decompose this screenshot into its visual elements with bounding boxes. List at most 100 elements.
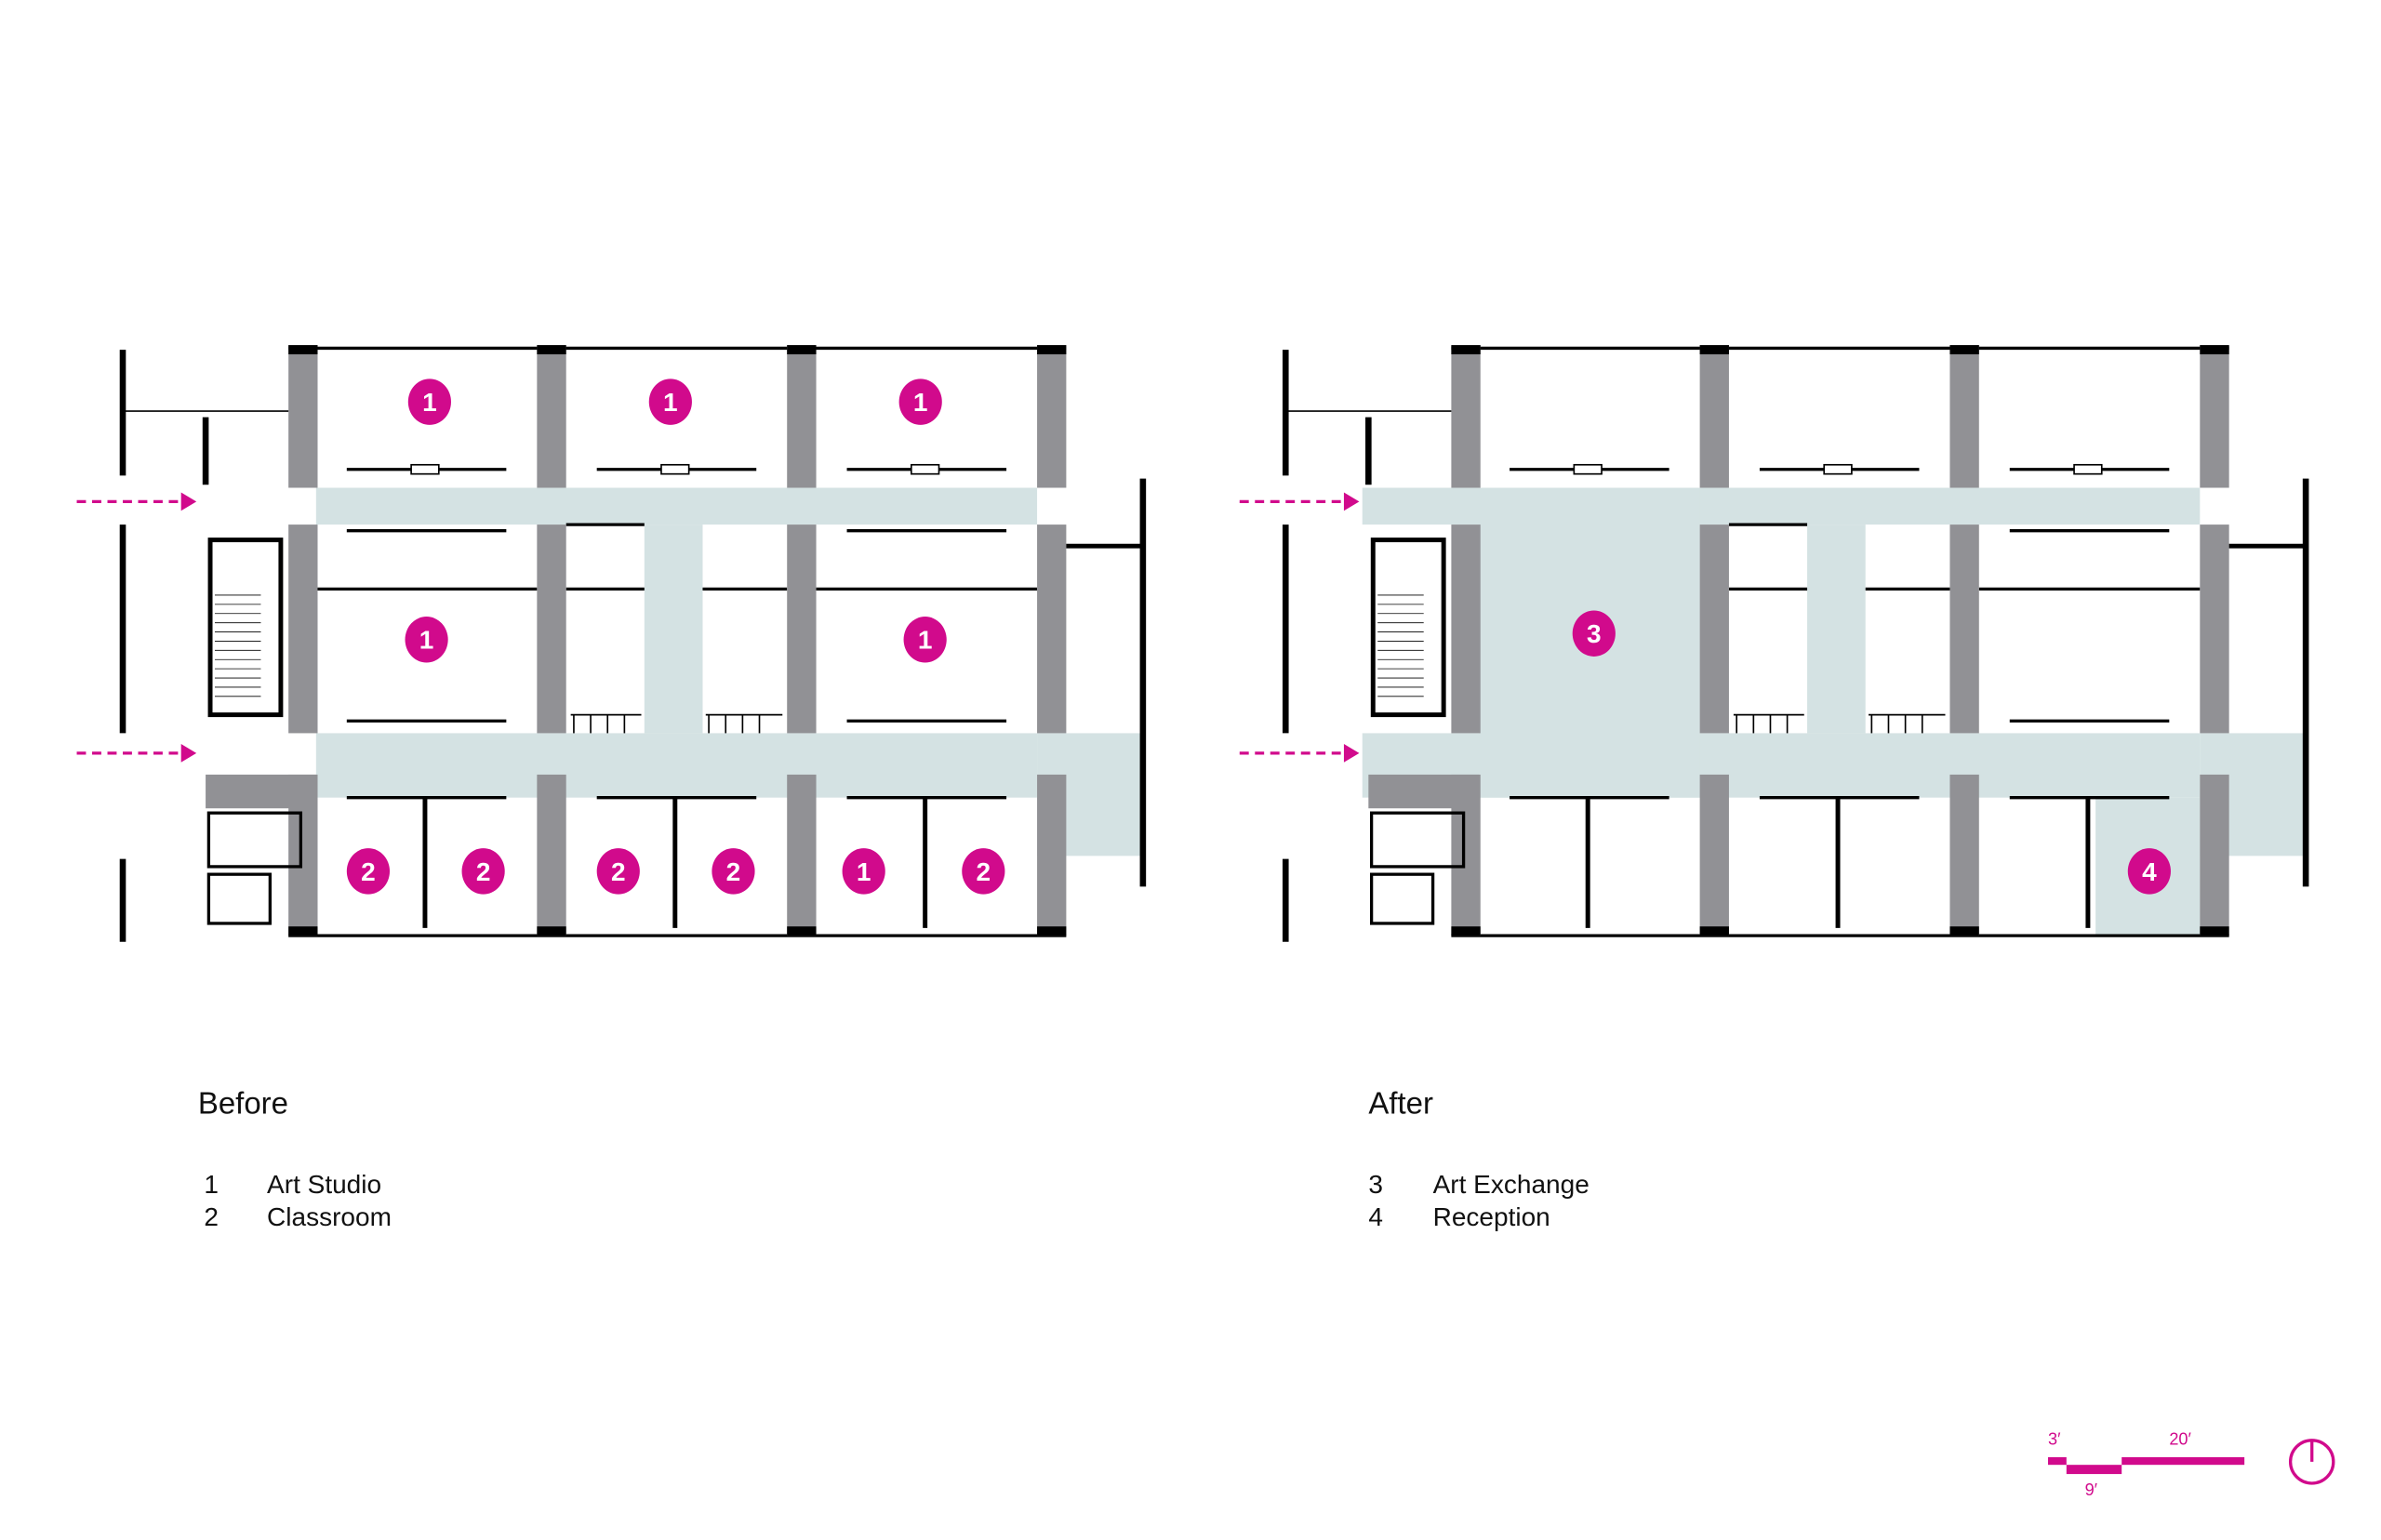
column (787, 774, 817, 936)
stair-core (1370, 538, 1446, 718)
entry-arrow-head (1343, 743, 1360, 763)
room-marker-label: 4 (2142, 857, 2157, 886)
column (2200, 774, 2229, 936)
room-marker-label: 1 (918, 626, 933, 655)
column (288, 345, 318, 488)
sink (1573, 463, 1603, 475)
corridor (1362, 487, 1480, 525)
stair-core (207, 538, 284, 718)
entry-arrow-head (180, 492, 197, 511)
column-cap (288, 345, 318, 355)
room-marker-label: 2 (726, 857, 741, 886)
room-marker (903, 617, 947, 663)
column-cap (1949, 345, 1979, 355)
stair (206, 534, 288, 721)
column (1451, 524, 1481, 734)
column-cap (2200, 345, 2229, 355)
legend-num: 4 (1368, 1202, 1383, 1231)
column (1949, 345, 1979, 488)
column (2200, 524, 2229, 734)
corridor (315, 733, 1038, 798)
sink (910, 463, 940, 475)
column (1037, 524, 1067, 734)
sink (660, 463, 690, 475)
room-marker (648, 378, 692, 425)
sink (2073, 463, 2103, 475)
scale-bar: 3′ 9′ 20′ (2048, 1430, 2245, 1499)
room-marker (712, 848, 755, 895)
column-cap (787, 926, 817, 936)
stair (1368, 534, 1451, 721)
scale-label: 20′ (2169, 1430, 2191, 1449)
legend-label: Art Exchange (1433, 1170, 1590, 1199)
column-cap (1699, 926, 1729, 936)
core-wall (1368, 774, 1480, 809)
after-title: After (1368, 1085, 1433, 1120)
room-marker (962, 848, 1005, 895)
room-marker-label: 1 (857, 857, 871, 886)
scale-label: 9′ (2085, 1480, 2098, 1499)
room-marker (407, 378, 451, 425)
room-marker-label: 1 (422, 388, 437, 417)
elevator (1369, 872, 1435, 925)
room-marker-label: 1 (663, 388, 678, 417)
column-cap (1699, 345, 1729, 355)
column-cap (288, 926, 318, 936)
core-wall (206, 774, 316, 809)
room-marker (405, 617, 448, 663)
column (2200, 345, 2229, 488)
room-marker (596, 848, 640, 895)
elevator (1369, 811, 1466, 869)
column-cap (1037, 345, 1067, 355)
column (537, 345, 566, 488)
column (1949, 774, 1979, 936)
column-cap (537, 345, 566, 355)
column-cap (787, 345, 817, 355)
room-marker-label: 3 (1587, 619, 1602, 648)
room-marker-label: 1 (913, 388, 928, 417)
room-marker (2127, 848, 2171, 895)
legend-label: Classroom (267, 1202, 392, 1231)
legend-label: Reception (1433, 1202, 1550, 1231)
column-cap (1037, 926, 1067, 936)
corridor (1807, 524, 1866, 734)
legend-num: 1 (204, 1170, 219, 1199)
column (1037, 345, 1067, 488)
column (1451, 345, 1481, 488)
column (288, 524, 318, 734)
room-marker-label: 2 (611, 857, 626, 886)
legend-num: 3 (1368, 1170, 1383, 1199)
north-arrow-icon (2288, 1439, 2335, 1485)
elevator (206, 811, 302, 869)
room-marker (842, 848, 885, 895)
column (1699, 345, 1729, 488)
room-marker-label: 2 (977, 857, 991, 886)
column-cap (1451, 345, 1481, 355)
entry-arrow-head (1343, 492, 1360, 511)
after-floor-plan: 34 (1239, 345, 2309, 942)
scale-label: 3′ (2048, 1430, 2061, 1449)
elevator (206, 872, 273, 925)
room-marker (1572, 610, 1616, 657)
corridor (644, 524, 703, 734)
room-marker (898, 378, 942, 425)
corridor (315, 487, 1038, 525)
column-cap (537, 926, 566, 936)
column (537, 774, 566, 936)
room-marker (461, 848, 505, 895)
before-title: Before (198, 1085, 288, 1120)
column (537, 524, 566, 734)
sink (1823, 463, 1853, 475)
column (1699, 774, 1729, 936)
column (1949, 524, 1979, 734)
column (1699, 524, 1729, 734)
column (787, 524, 817, 734)
column (787, 345, 817, 488)
entry-arrow-head (180, 743, 197, 763)
column-cap (1949, 926, 1979, 936)
sink (410, 463, 440, 475)
legend-label: Art Studio (267, 1170, 381, 1199)
column (1037, 774, 1067, 936)
